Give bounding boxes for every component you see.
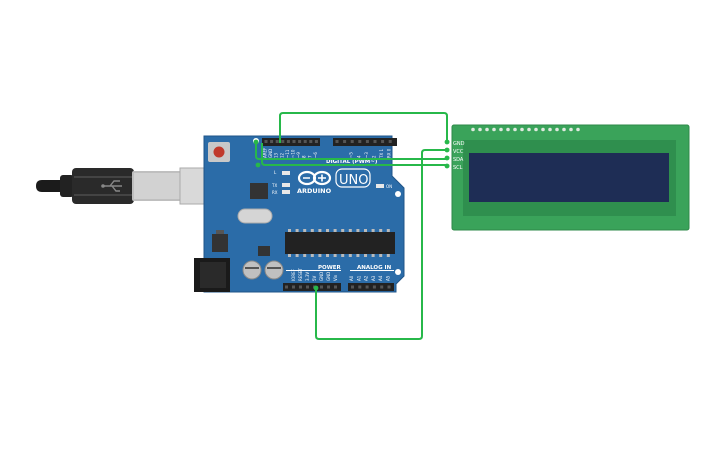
wire-vcc [315,149,447,340]
digital-pin-label: 4 [356,155,361,158]
digital-pin-label: 13 [274,152,279,158]
digital-pin-label: ~10 [291,149,296,158]
lcd-pin-scl-label: SCL [453,165,463,171]
usb-icon [101,180,122,192]
digital-pin-label: TX 1 [379,149,384,159]
wire-scl [261,143,447,166]
digital-pin-label: AREF [263,147,268,158]
wire-gnd [279,112,448,143]
mount-hole [395,191,401,197]
mount-hole [395,269,401,275]
digital-pin-label: ~11 [285,149,290,158]
analog-pin-label: A1 [356,275,361,281]
wire-junctions [253,139,450,291]
led-rx-label: RX [272,190,278,195]
digital-pin-label: 7 [307,155,312,158]
capacitors [242,260,284,280]
digital-pin-label: GND [268,149,273,158]
small-chip [258,246,270,256]
digital-pin-label: 8 [302,155,307,158]
led-tx-label: TX [271,183,277,188]
reset-button[interactable] [208,142,230,162]
led-l-label: L [274,170,277,175]
model-badge [335,168,371,188]
svg-text:ON: ON [386,184,392,189]
lcd-pin-sda-label: SDA [453,157,464,163]
digital-pin-label: 12 [279,152,284,158]
power-pin-label: IOREF [291,268,296,281]
digital-pin-label: RX 0 [387,148,392,158]
analog-header[interactable] [348,283,394,291]
lcd-16x2-i2c-module[interactable]: GND VCC SDA SCL [446,124,690,231]
status-leds: L TX RX [271,170,290,195]
digital-pin-label: ~5 [349,152,354,158]
atmega-chip [285,229,395,257]
analog-pin-label: A4 [378,275,383,281]
lcd-screen [469,153,669,202]
digital-pin-label: ~6 [313,152,318,158]
analog-pin-label: A5 [386,275,391,281]
digital-pin-label: ~3 [364,152,369,158]
analog-pin-label: A2 [364,275,369,281]
power-header[interactable] [283,283,341,291]
lcd-pin-vcc-label: VCC [453,149,464,155]
crystal-oscillator [237,208,273,224]
power-jack[interactable] [194,258,230,292]
digital-header-label: DIGITAL (PWM~) [326,159,378,165]
wires[interactable] [255,112,448,340]
digital-pin-label: ~9 [296,152,301,158]
usb-chip [250,183,268,199]
power-pin-label: 5V [312,275,317,281]
digital-header[interactable] [262,138,397,146]
usb-cable [36,167,207,205]
analog-pin-label: A3 [371,275,376,281]
analog-header-label: ANALOG IN [357,265,392,271]
arduino-logo [297,170,332,186]
analog-pin-label: A0 [349,275,354,281]
power-pin-label: Vin [333,274,338,281]
power-pin-label: GND [326,272,331,281]
wire-sda [255,142,447,160]
power-pin-label: GND [319,272,324,281]
power-pin-label: RESET [298,268,303,281]
on-led: ON [376,184,392,189]
digital-pin-label: 2 [372,155,377,158]
power-pin-label: 3.3V [305,272,310,281]
power-header-label: POWER [318,265,342,271]
brand-label: ARDUINO [297,187,332,195]
voltage-regulator [212,234,228,252]
lcd-pin-gnd-label: GND [453,141,465,147]
model-label: UNO [339,173,368,188]
